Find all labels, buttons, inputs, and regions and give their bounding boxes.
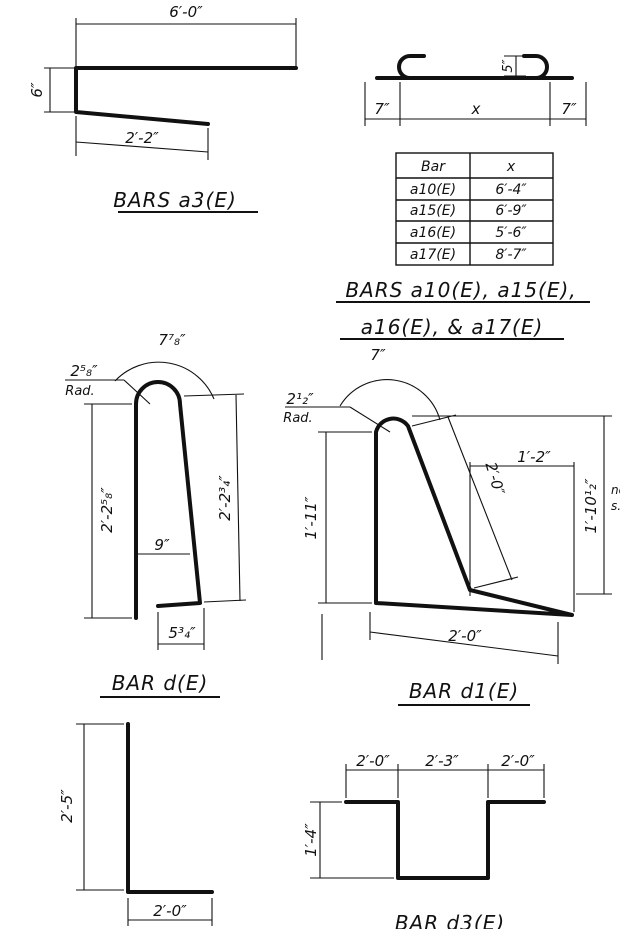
table-cell: a10(E) — [410, 182, 456, 198]
bar-d-radius-label-text: Rad. — [65, 384, 94, 399]
bar-l-shape — [126, 722, 214, 894]
table-cell: a16(E) — [410, 225, 456, 241]
bar-x-table: Bar x a10(E) 6′-4″ a15(E) 6′-9″ a16(E) 5… — [395, 152, 554, 266]
bar-d1-title: BAR d1(E) — [409, 679, 519, 703]
bar-d3-shape — [344, 800, 546, 880]
bar-d-dim-right: 2′-2³₄″ — [216, 475, 234, 521]
table-cell: 8′-7″ — [495, 247, 527, 263]
bar-d3-dim-3: 2′-0″ — [501, 752, 535, 770]
bar-a3-shape — [74, 66, 298, 126]
bar-d-dim-radius: 2⁵₈″ — [70, 362, 98, 380]
bar-a10-shape — [375, 54, 574, 80]
bar-d3-dim-left: 1′-4″ — [302, 823, 320, 857]
bar-d1-dim-right: 1′-10¹₂″ — [582, 478, 600, 533]
bar-d1-radius-label: Rad. — [283, 411, 312, 426]
table-header-bar: Bar — [421, 159, 446, 175]
bar-d1-dim-offset: 1′-2″ — [517, 448, 551, 466]
bar-a3-dim-top: 6′-0″ — [169, 3, 203, 21]
bar-a10-dim-hook: 5″ — [501, 59, 516, 72]
table-cell: 5′-6″ — [495, 225, 527, 241]
table-cell: 6′-9″ — [495, 203, 527, 219]
bar-d-dim-left: 2′-2⁵₈″ — [98, 487, 116, 533]
bar-l-dim-left: 2′-5″ — [58, 789, 76, 823]
bar-d-dim-width: 9″ — [154, 536, 170, 554]
bar-a10-title-line1: BARS a10(E), a15(E), — [345, 278, 576, 302]
table-cell: 6′-4″ — [495, 182, 527, 198]
bar-a3-group: 6′-0″ 6″ 2′-2″ BARS a3(E) — [28, 3, 298, 213]
bar-a10-group: 5″ 7″ x 7″ Bar x a10(E) 6′-4″ a15(E) 6′-… — [336, 54, 590, 340]
bar-d-title: BAR d(E) — [112, 671, 209, 695]
bar-d1-dim-radius: 2¹₂″ — [286, 390, 314, 408]
bar-d-group: 7⁷₈″ 2⁵₈″ Rad. Rad. 2′-2⁵₈″ 2′-2³₄″ 9″ 5… — [65, 0, 247, 698]
table-cell: a17(E) — [410, 247, 456, 263]
bar-d3-dim-1: 2′-0″ — [356, 752, 390, 770]
bar-d1-dim-left: 1′-11″ — [302, 496, 320, 539]
bar-l-group: 2′-5″ 2′-0″ — [58, 722, 214, 926]
bar-d-shape — [134, 380, 202, 620]
bar-a10-dim-left: 7″ — [374, 100, 390, 118]
side-note-line1: nd — [611, 483, 620, 497]
bar-a10-dim-middle: x — [471, 100, 481, 118]
bar-d3-title: BAR d3(E) — [395, 911, 505, 929]
bar-d3-dim-2: 2′-3″ — [425, 752, 459, 770]
side-note-line2: s. — [611, 499, 620, 513]
bar-a3-dim-left: 6″ — [28, 82, 46, 98]
bar-a3-title: BARS a3(E) — [113, 188, 237, 212]
table-header-x: x — [506, 159, 516, 175]
bar-l-dim-bottom: 2′-0″ — [153, 902, 187, 920]
bar-a10-title-line2: a16(E), & a17(E) — [361, 315, 544, 339]
bar-a10-dim-right: 7″ — [561, 100, 577, 118]
bar-d1-shape — [374, 416, 574, 617]
bar-d-radius-label: Rad. — [65, 0, 94, 4]
bar-d-dim-arc: 7⁷₈″ — [158, 331, 186, 349]
table-cell: a15(E) — [410, 203, 456, 219]
bar-a3-dim-bottom: 2′-2″ — [125, 129, 159, 147]
bar-d3-group: 2′-0″ 2′-3″ 2′-0″ 1′-4″ BAR d3(E) — [302, 752, 546, 929]
bar-d1-dim-bottom: 2′-0″ — [448, 627, 482, 645]
bar-d-dim-foot: 5³₄″ — [168, 624, 196, 642]
bar-d1-dim-arc: 7″ — [370, 346, 386, 364]
bar-d1-group: 7″ 2¹₂″ Rad. 1′-11″ 2′-0″ 1′-2″ 1′-10¹₂″… — [283, 346, 612, 706]
